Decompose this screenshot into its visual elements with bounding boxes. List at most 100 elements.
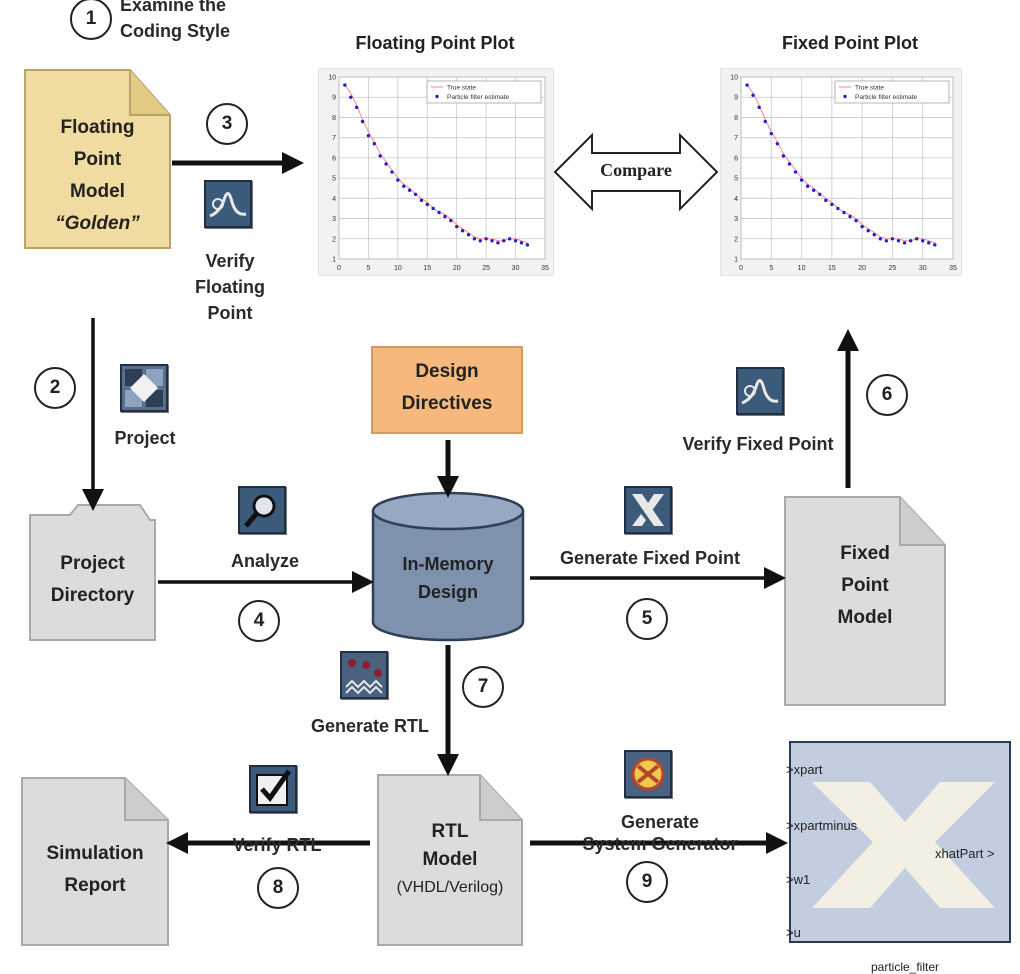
fixed-estimate-point	[763, 119, 767, 124]
verify-rtl-label: Verify RTL	[232, 835, 322, 855]
waveform-icon-2	[741, 379, 779, 405]
floating-xtick-label: 5	[366, 265, 370, 272]
generate-sysgen-label: Generate System Generator	[540, 811, 780, 855]
fixed-estimate-point	[914, 237, 919, 241]
floating-point-model-doc	[24, 69, 171, 249]
step-7-circle: 7	[462, 666, 504, 708]
fixed-ytick-label: 2	[734, 236, 738, 243]
generate-sysgen-icon[interactable]	[624, 750, 672, 798]
floating-xtick-label: 0	[337, 265, 341, 272]
sim-report-line2: Report	[64, 875, 126, 896]
simulation-report-text: Simulation Report	[22, 838, 168, 902]
analyze-label: Analyze	[230, 551, 300, 571]
floating-ytick-label: 7	[332, 135, 336, 142]
rtl-model-text: RTL Model (VHDL/Verilog)	[378, 818, 522, 902]
fixed-estimate-point	[878, 237, 883, 241]
floating-ytick-label: 10	[328, 75, 336, 82]
step-1-title: Examine the Coding Style	[120, 0, 280, 44]
floating-estimate-point	[525, 243, 530, 247]
step-1-title-line2: Coding Style	[120, 21, 231, 41]
floating-plot-title: Floating Point Plot	[355, 33, 515, 53]
fixed-ytick-label: 3	[734, 216, 738, 223]
verify-rtl-icon[interactable]	[249, 765, 297, 813]
analyze-icon[interactable]	[238, 486, 286, 534]
rtl-model-line3: (VHDL/Verilog)	[396, 879, 504, 896]
verify-fixed-point-icon[interactable]	[736, 367, 784, 415]
fixed-estimate-point	[836, 206, 840, 211]
fixed-ytick-label: 5	[734, 176, 738, 183]
floating-xtick-label: 25	[482, 265, 490, 272]
fixed-xtick-label: 0	[739, 265, 743, 272]
fixed-ytick-label: 7	[734, 135, 738, 142]
fixed-estimate-point	[751, 93, 755, 97]
port-u-label: u	[793, 925, 801, 940]
floating-legend-box	[426, 80, 542, 104]
floating-xtick-label: 20	[453, 265, 461, 272]
fixed-estimate-point	[860, 224, 864, 229]
sysgen-block	[789, 741, 1011, 943]
project-directory-folder	[29, 504, 156, 641]
sysgen-line2: System Generator	[582, 834, 738, 854]
fixed-xtick-label: 30	[919, 265, 927, 272]
floating-estimate-point	[455, 224, 459, 229]
fixed-estimate-point	[842, 210, 846, 215]
fixed-estimate-point	[872, 233, 876, 237]
floating-estimate-point	[519, 241, 524, 245]
fixed-model-line1: Fixed	[840, 543, 890, 564]
fixed-estimate-point	[769, 131, 773, 136]
in-memory-text: In-Memory Design	[373, 550, 523, 606]
fixed-xtick-label: 20	[858, 265, 866, 272]
fixed-model-line2: Point	[841, 575, 889, 596]
generate-rtl-icon[interactable]	[340, 651, 388, 699]
floating-estimate-point	[402, 184, 406, 188]
step-5-circle: 5	[626, 598, 668, 640]
in-memory-line2: Design	[417, 582, 478, 602]
fixed-estimate-point	[757, 105, 761, 110]
fixed-xtick-label: 15	[828, 265, 836, 272]
floating-estimate-point	[384, 162, 388, 166]
grid-diamond-icon	[125, 369, 163, 407]
step-4-circle: 4	[238, 600, 280, 642]
floating-estimate-point	[425, 202, 429, 207]
rtl-model-line1: RTL	[431, 821, 469, 842]
floating-estimate-point	[496, 241, 500, 245]
floating-xtick-label: 35	[541, 265, 549, 272]
sysgen-port-w1[interactable]: >w1	[786, 872, 811, 887]
floating-ytick-label: 5	[332, 176, 336, 183]
floating-legend-true-label: True state	[447, 85, 476, 92]
floating-estimate-point	[490, 239, 494, 243]
sysgen-port-u[interactable]: >u	[786, 925, 801, 940]
fixed-plot-title: Fixed Point Plot	[781, 33, 918, 53]
checkbox-icon	[256, 769, 292, 806]
directives-line2: Directives	[401, 393, 493, 414]
sim-report-line1: Simulation	[46, 843, 144, 864]
fixed-model-text: Fixed Point Model	[785, 538, 945, 634]
project-icon[interactable]	[120, 364, 168, 412]
sysgen-port-xpartminus[interactable]: >xpartminus	[786, 818, 858, 833]
verify-floating-point-icon[interactable]	[204, 180, 252, 228]
fixed-estimate-point	[902, 241, 907, 245]
floating-ytick-label: 6	[332, 155, 336, 162]
project-dir-line2: Directory	[50, 585, 135, 606]
sysgen-port-xpart[interactable]: >xpart	[786, 762, 823, 777]
fixed-xtick-label: 10	[798, 265, 806, 272]
port-w1-label: w1	[793, 872, 811, 887]
compare-label: Compare	[600, 160, 672, 180]
verify-float-line2: Floating	[195, 277, 265, 297]
fixed-ytick-label: 10	[730, 75, 738, 82]
directives-line1: Design	[415, 361, 479, 382]
floating-estimate-point	[449, 218, 453, 223]
floating-estimate-point	[354, 105, 359, 110]
sysgen-port-xhatpart[interactable]: xhatPart >	[935, 846, 995, 861]
waveform-icon	[209, 192, 247, 218]
fixed-xtick-label: 35	[949, 265, 957, 272]
floating-estimate-point	[372, 142, 377, 146]
fixed-estimate-point	[848, 214, 852, 219]
fixed-estimate-point	[824, 198, 828, 203]
floating-ytick-label: 8	[332, 115, 336, 122]
port-xpart-label: xpart	[793, 762, 823, 777]
generate-fixed-point-icon[interactable]	[624, 486, 672, 534]
fixed-estimate-point	[884, 239, 889, 243]
